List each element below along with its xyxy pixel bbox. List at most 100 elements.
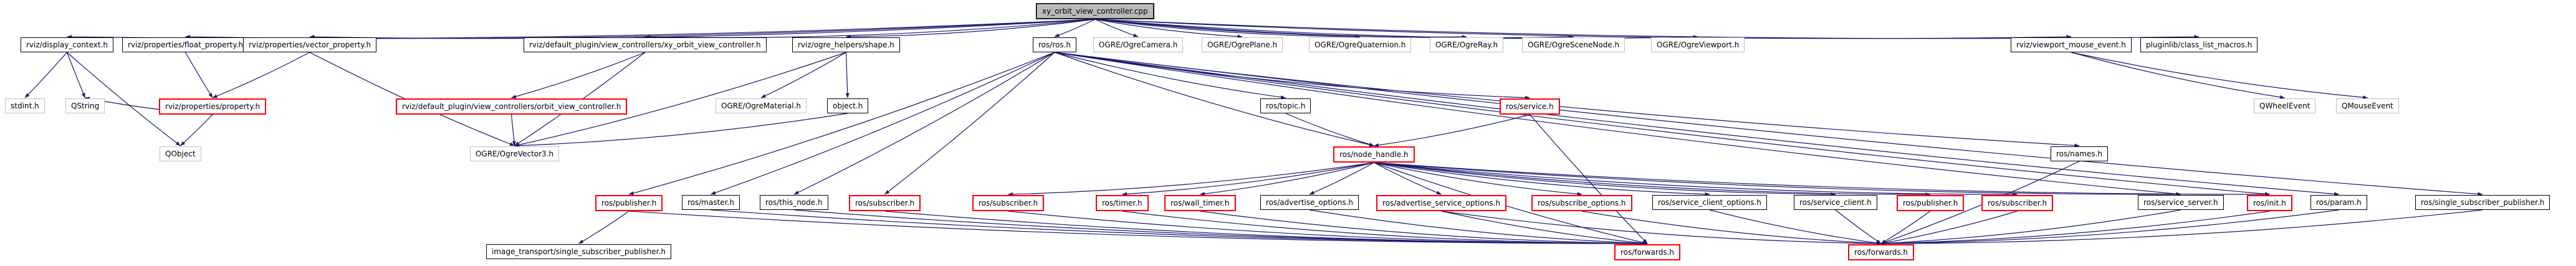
edges <box>24 19 2483 245</box>
graph-node-qwheelevent[interactable]: QWheelEvent <box>2254 98 2316 113</box>
graph-node-ros-subscriber-h-c[interactable]: ros/subscriber.h <box>1981 195 2054 211</box>
include-edge <box>1441 211 1648 245</box>
graph-node-ros-publisher-h-a[interactable]: ros/publisher.h <box>595 195 663 211</box>
include-edge <box>67 19 1096 39</box>
include-edge <box>1054 52 2270 196</box>
graph-node-rviz-default-plugin-xy-orbit-view-controller-h[interactable]: rviz/default_plugin/view_controllers/xy_… <box>524 37 767 52</box>
include-edge <box>884 52 1055 195</box>
graph-node-ros-subscriber-h-b[interactable]: ros/subscriber.h <box>972 195 1045 211</box>
include-edge <box>1054 52 1530 100</box>
include-edge <box>1054 19 1096 37</box>
graph-node-ros-master-h[interactable]: ros/master.h <box>682 195 740 210</box>
graph-node-ros-timer-h[interactable]: ros/timer.h <box>1096 195 1149 211</box>
include-edge <box>514 113 848 148</box>
include-edge <box>212 52 310 98</box>
graph-node-rviz-default-plugin-orbit-view-controller-h[interactable]: rviz/default_plugin/view_controllers/orb… <box>396 98 628 115</box>
graph-node-ros-service-client-h[interactable]: ros/service_client.h <box>1794 195 1877 210</box>
include-edge <box>1880 161 2080 244</box>
graph-node-ros-service-client-options-h[interactable]: ros/service_client_options.h <box>1652 195 1767 210</box>
include-edge <box>1200 211 1648 245</box>
include-edge <box>1880 211 1931 244</box>
include-edge <box>1530 114 1648 244</box>
include-edge <box>1374 162 1648 245</box>
graph-node-rviz-properties-vector-property-h[interactable]: rviz/properties/vector_property.h <box>243 37 377 52</box>
graph-node-ros-init-h[interactable]: ros/init.h <box>2247 195 2292 211</box>
graph-node-ogre-ogrematerial-h[interactable]: OGRE/OgreMaterial.h <box>716 98 807 113</box>
include-edge <box>510 114 516 146</box>
include-edge <box>514 52 846 147</box>
graph-node-rviz-ogre-helpers-shape-h[interactable]: rviz/ogre_helpers/shape.h <box>792 37 900 52</box>
graph-node-ros-advertise-options-h[interactable]: ros/advertise_options.h <box>1260 195 1359 210</box>
include-edge <box>1835 209 1882 244</box>
graph-node-qobject[interactable]: QObject <box>160 146 201 161</box>
include-edge <box>1441 211 1882 245</box>
graph-node-ros-ros-h[interactable]: ros/ros.h <box>1033 37 1076 52</box>
include-edge <box>711 52 1055 195</box>
graph-node-ros-wall-timer-h[interactable]: ros/wall_timer.h <box>1164 195 1236 211</box>
include-edge <box>793 52 1055 195</box>
include-edge <box>1880 211 2018 245</box>
include-edge <box>1374 162 1582 196</box>
include-edge <box>1374 162 2018 197</box>
include-edge <box>1094 19 1243 39</box>
graph-node-ros-this-node-h[interactable]: ros/this_node.h <box>760 195 828 210</box>
graph-node-rviz-display-context-h[interactable]: rviz/display_context.h <box>21 37 113 52</box>
graph-node-ogre-ogreray-h[interactable]: OGRE/OgreRay.h <box>1430 37 1504 52</box>
graph-node-ros-advertise-service-options-h[interactable]: ros/advertise_service_options.h <box>1376 195 1506 211</box>
include-edge <box>1309 162 1374 195</box>
include-edge <box>1200 162 1374 196</box>
graph-node-ros-service-h[interactable]: ros/service.h <box>1500 98 1560 115</box>
graph-node-image-transport-single-subscriber-publisher-h[interactable]: image_transport/single_subscriber_publis… <box>486 244 671 259</box>
include-edge <box>1094 19 1361 39</box>
include-edge <box>1374 162 2181 197</box>
graph-node-rviz-properties-property-h[interactable]: rviz/properties/property.h <box>159 98 267 115</box>
include-edge <box>1880 209 2181 245</box>
graph-node-ogre-ogrequaternion-h[interactable]: OGRE/OgreQuaternion.h <box>1309 37 1412 52</box>
include-edge <box>846 19 1096 39</box>
graph-node-ros-subscriber-h-a[interactable]: ros/subscriber.h <box>849 195 921 211</box>
graph-node-rviz-viewport-mouse-event-h[interactable]: rviz/viewport_mouse_event.h <box>2011 37 2132 52</box>
graph-node-ogre-ogrecamera-h[interactable]: OGRE/OgreCamera.h <box>1093 37 1184 52</box>
graph-node-ogre-ogrevector3-h[interactable]: OGRE/OgreVector3.h <box>470 146 560 161</box>
graph-node-ros-param-h[interactable]: ros/param.h <box>2310 195 2367 210</box>
include-edge <box>1094 19 1139 37</box>
include-edge <box>760 52 846 98</box>
include-edge <box>1122 211 1648 245</box>
include-edge <box>24 52 67 98</box>
include-edge <box>66 52 86 98</box>
graph-node-ros-node-handle-h[interactable]: ros/node_handle.h <box>1333 146 1415 163</box>
graph-node-ros-topic-h[interactable]: ros/topic.h <box>1260 98 1311 113</box>
graph-node-ogre-ogreviewport-h[interactable]: OGRE/OgreViewport.h <box>1651 37 1745 52</box>
include-edge <box>793 209 1648 245</box>
include-edge <box>1709 209 1882 245</box>
graph-node-ros-forwards-h-a[interactable]: ros/forwards.h <box>1614 244 1680 260</box>
include-edge <box>1094 19 2200 39</box>
include-edge <box>1880 209 2483 245</box>
include-edge <box>1008 211 1648 245</box>
graph-node-ros-names-h[interactable]: ros/names.h <box>2051 146 2109 161</box>
include-edge <box>711 209 1648 245</box>
include-edge <box>1054 52 1286 99</box>
include-edge <box>1285 113 1374 146</box>
graph-node-object-h[interactable]: object.h <box>827 98 869 113</box>
graph-node-stdint-h[interactable]: stdint.h <box>5 98 45 113</box>
graph-node-ros-publisher-h-b[interactable]: ros/publisher.h <box>1897 195 1965 211</box>
include-edge <box>1374 162 1442 195</box>
graph-node-qmouseevent[interactable]: QMouseEvent <box>2336 98 2399 113</box>
include-edge <box>1880 209 2339 245</box>
include-edge <box>1581 211 1882 245</box>
graph-node-rviz-properties-float-property-h[interactable]: rviz/properties/float_property.h <box>122 37 249 52</box>
graph-node-ros-single-subscriber-publisher-h[interactable]: ros/single_subscriber_publisher.h <box>2415 195 2550 210</box>
graph-node-ogre-ogreplane-h[interactable]: OGRE/OgrePlane.h <box>1202 37 1283 52</box>
include-edge <box>1054 52 1374 147</box>
graph-node-ros-service-server-h[interactable]: ros/service_server.h <box>2138 195 2224 210</box>
include-edge <box>309 19 1096 39</box>
graph-node-ros-forwards-h-b[interactable]: ros/forwards.h <box>1848 244 1914 260</box>
graph-node-ros-subscribe-options-h[interactable]: ros/subscribe_options.h <box>1531 195 1632 211</box>
include-edge <box>628 52 1055 195</box>
graph-node-ogre-ogrescenenode-h[interactable]: OGRE/OgreSceneNode.h <box>1522 37 1626 52</box>
include-edge <box>1309 209 1648 245</box>
graph-node-pluginlib-class-list-macros-h[interactable]: pluginlib/class_list_macros.h <box>2140 37 2258 52</box>
graph-node-qstring[interactable]: QString <box>65 98 105 113</box>
